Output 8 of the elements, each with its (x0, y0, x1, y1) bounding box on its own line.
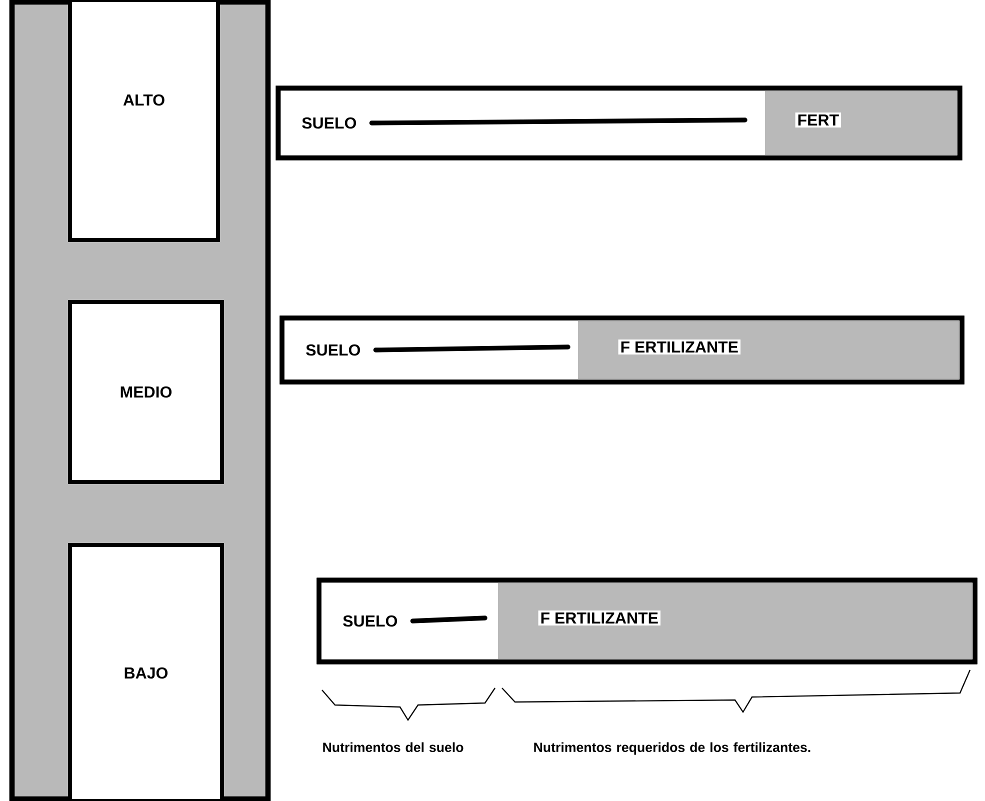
bracket-caption: Nutrimentos requeridos de los fertilizantes. (534, 742, 810, 755)
level-box: MEDIO (68, 300, 224, 484)
nutrient-bar: SUELO F ERTILIZANTE (316, 578, 978, 664)
nutrient-bar: SUELO F ERTILIZANTE (280, 316, 964, 384)
nutrient-bar: SUELO FERT (276, 86, 962, 160)
level-box: BAJO (68, 543, 224, 801)
bracket-caption: Nutrimentos del suelo (323, 742, 464, 752)
level-box: ALTO (68, 0, 220, 242)
